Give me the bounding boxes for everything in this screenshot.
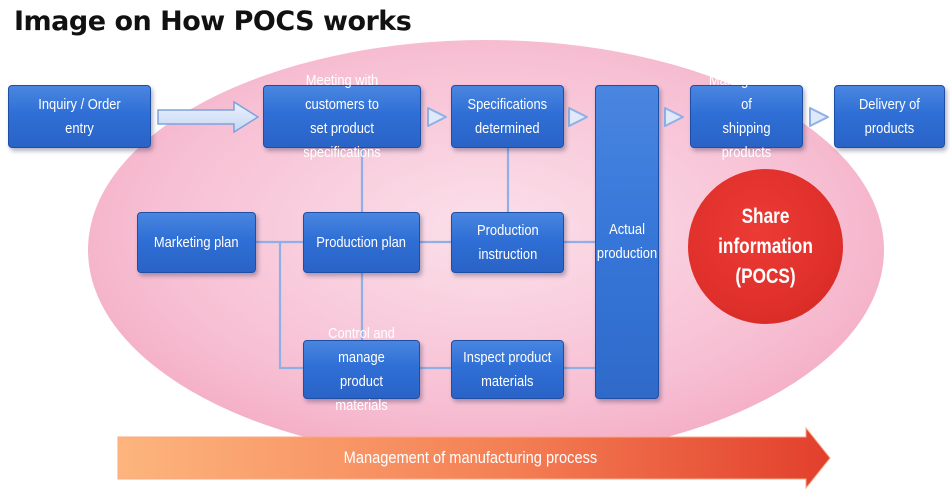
share-information-label: Share information (POCS) <box>718 204 813 288</box>
marketing-plan-box: Marketing plan <box>137 212 256 273</box>
production-plan-box: Production plan <box>303 212 420 273</box>
inquiry-order-entry-label: Inquiry / Order entry <box>38 95 121 137</box>
specifications-determined-box: Specifications determined <box>451 85 564 148</box>
management-shipping-box: Management of shipping products <box>690 72 803 161</box>
inspect-product-materials-label: Inspect product materials <box>463 348 552 390</box>
entry-arrow-icon <box>157 100 260 134</box>
specifications-determined-label: Specifications determined <box>467 95 548 137</box>
meeting-with-customers-label: Meeting with customers to set product sp… <box>303 71 381 161</box>
control-manage-materials-box: Control and manage product materials <box>303 325 420 414</box>
control-manage-materials-label: Control and manage product materials <box>328 324 395 414</box>
manufacturing-process-label-wrap: Management of manufacturing process <box>120 437 820 479</box>
share-information-circle: Share information (POCS) <box>688 169 843 324</box>
production-instruction-box: Production instruction <box>451 212 564 273</box>
manufacturing-process-label: Management of manufacturing process <box>343 448 597 467</box>
inspect-product-materials-box: Inspect product materials <box>451 340 564 399</box>
production-instruction-label: Production instruction <box>476 221 539 263</box>
delivery-of-products-box: Delivery of products <box>834 85 945 148</box>
management-shipping-label: Management of shipping products <box>708 71 785 161</box>
production-plan-label: Production plan <box>316 233 407 251</box>
page-title: Image on How POCS works <box>14 6 412 37</box>
connector-lines <box>256 148 595 370</box>
meeting-with-customers-box: Meeting with customers to set product sp… <box>263 72 421 161</box>
actual-production-label: Actual production <box>596 221 658 262</box>
inquiry-order-entry-box: Inquiry / Order entry <box>8 85 151 148</box>
marketing-plan-label: Marketing plan <box>154 233 239 251</box>
actual-production-box: Actual production <box>595 85 659 399</box>
delivery-of-products-label: Delivery of products <box>859 95 920 137</box>
flow-arrow-icons <box>427 107 829 127</box>
manufacturing-process-arrow <box>117 426 831 490</box>
